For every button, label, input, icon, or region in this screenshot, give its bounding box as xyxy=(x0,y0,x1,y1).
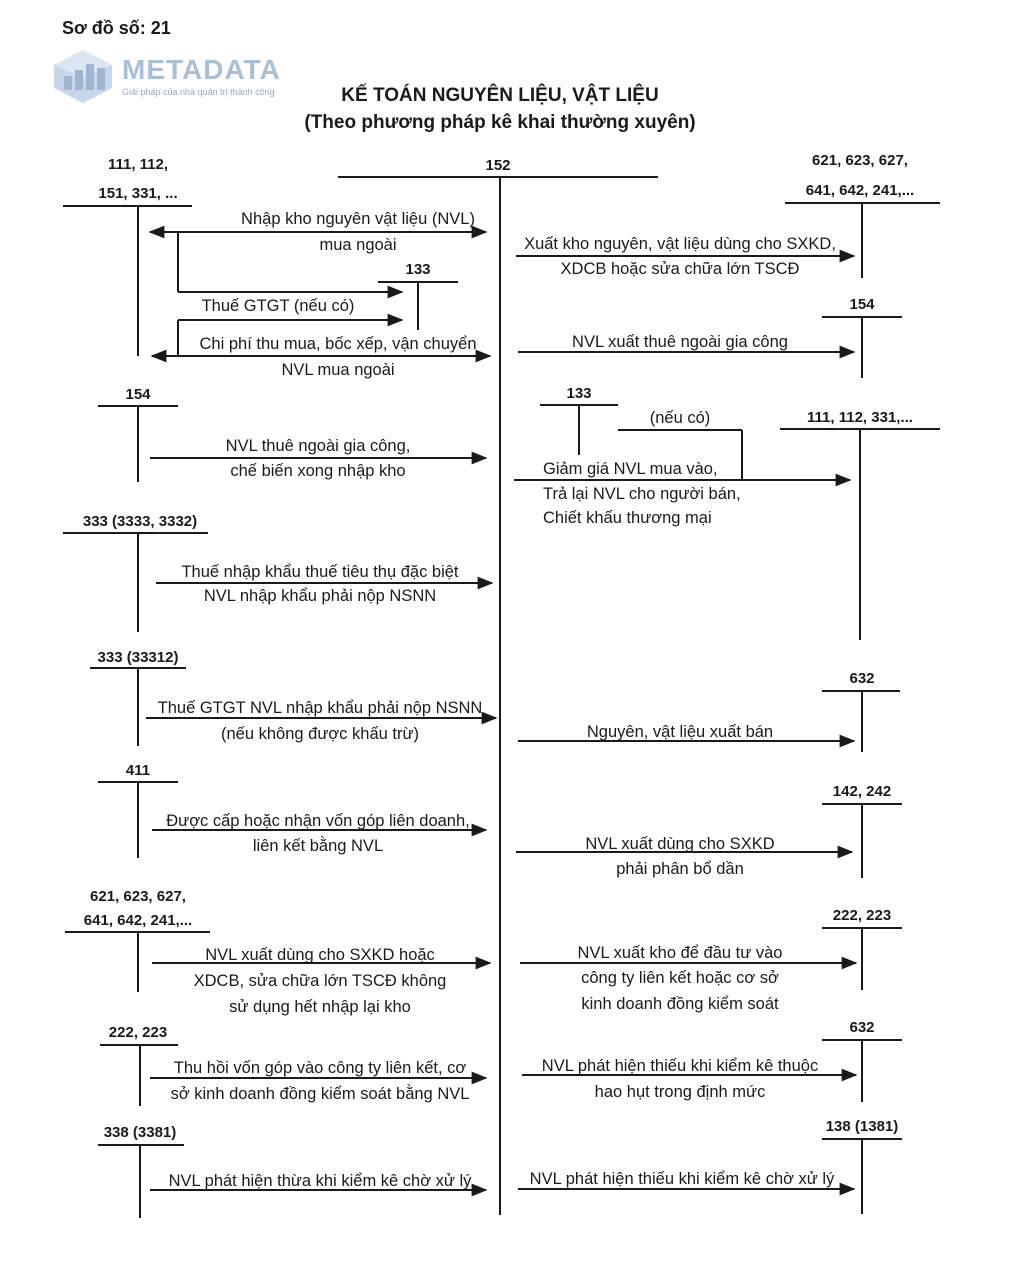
account-632-b: 632 xyxy=(849,1019,875,1036)
account-411: 411 xyxy=(125,762,151,779)
account-632-a: 632 xyxy=(849,670,875,687)
label-shortage-pending: NVL phát hiện thiếu khi kiểm kê chờ xử l… xyxy=(529,1170,835,1188)
label-allocate-line1: NVL xuất dùng cho SXKD xyxy=(585,835,775,853)
account-333-3333: 333 (3333, 3332) xyxy=(82,513,198,530)
account-111-line2: 151, 331, ... xyxy=(98,185,178,202)
label-import-tax-line2: NVL nhập khẩu phải nộp NSNN xyxy=(203,587,437,605)
diagram-number: Sơ đồ số: 21 xyxy=(62,18,171,38)
account-152: 152 xyxy=(485,157,511,174)
label-discount-line3: Chiết khấu thương mại xyxy=(543,509,712,527)
logo-wordmark: METADATA xyxy=(122,54,281,85)
label-return-line1: NVL xuất dùng cho SXKD hoặc xyxy=(205,946,435,964)
label-capital-line1: Được cấp hoặc nhận vốn góp liên doanh, xyxy=(166,812,470,830)
account-621-right-line2: 641, 642, 241,... xyxy=(805,182,915,199)
label-return-line3: sử dụng hết nhập lại kho xyxy=(229,998,411,1016)
label-invest-line3: kinh doanh đồng kiểm soát xyxy=(581,995,779,1013)
account-154-left: 154 xyxy=(125,386,151,403)
account-222-right: 222, 223 xyxy=(832,907,892,924)
label-discount-line2: Trả lại NVL cho người bán, xyxy=(543,485,741,503)
watermark-logo: METADATA Giải pháp của nhà quản trị thàn… xyxy=(52,48,302,108)
label-shortage-norm-line2: hao hụt trong định mức xyxy=(594,1083,766,1101)
label-surplus: NVL phát hiện thừa khi kiểm kê chờ xử lý xyxy=(168,1172,472,1190)
account-338: 338 (3381) xyxy=(103,1124,177,1141)
label-freight-line1: Chi phí thu mua, bốc xếp, vận chuyển xyxy=(199,335,477,353)
label-invest-line2: công ty liên kết hoặc cơ sở xyxy=(581,969,779,987)
account-333-33312: 333 (33312) xyxy=(97,649,179,666)
account-142-242: 142, 242 xyxy=(832,783,892,800)
label-import-vat-line1: Thuế GTGT NVL nhập khẩu phải nộp NSNN xyxy=(157,699,483,717)
label-issue-line2: XDCB hoặc sửa chữa lớn TSCĐ xyxy=(560,260,800,278)
label-recover-line2: sở kinh doanh đồng kiểm soát bằng NVL xyxy=(170,1085,470,1103)
logo-icon xyxy=(54,50,112,103)
label-freight-line2: NVL mua ngoài xyxy=(281,361,395,379)
label-issue-processing: NVL xuất thuê ngoài gia công xyxy=(572,333,788,351)
account-138-1381: 138 (1381) xyxy=(825,1118,899,1135)
label-capital-line2: liên kết bằng NVL xyxy=(252,837,384,855)
label-invest-line1: NVL xuất kho để đầu tư vào xyxy=(577,944,783,962)
account-111-right: 111, 112, 331,... xyxy=(807,409,913,426)
label-shortage-norm-line1: NVL phát hiện thiếu khi kiểm kê thuộc xyxy=(541,1057,819,1075)
account-222-left: 222, 223 xyxy=(108,1024,168,1041)
label-discount-line1: Giảm giá NVL mua vào, xyxy=(543,460,718,478)
label-recover-line1: Thu hồi vốn góp vào công ty liên kết, cơ xyxy=(173,1059,467,1077)
label-outsourced-line1: NVL thuê ngoài gia công, xyxy=(225,437,411,455)
label-purchase-line2: mua ngoài xyxy=(319,236,397,254)
label-sale: Nguyên, vật liệu xuất bán xyxy=(586,723,774,741)
account-133-a: 133 xyxy=(405,261,431,278)
label-import-tax-line1: Thuế nhập khẩu thuế tiêu thụ đặc biệt xyxy=(181,563,459,581)
diagram-subtitle: (Theo phương pháp kê khai thường xuyên) xyxy=(304,112,696,133)
label-if-any: (nếu có) xyxy=(649,409,711,427)
diagram-title: KẾ TOÁN NGUYÊN LIỆU, VẬT LIỆU xyxy=(341,85,659,106)
account-621-left-line1: 621, 623, 627, xyxy=(90,888,186,905)
label-return-line2: XDCB, sửa chữa lớn TSCĐ không xyxy=(193,972,447,990)
label-issue-line1: Xuất kho nguyên, vật liệu dùng cho SXKD, xyxy=(524,235,836,253)
label-vat: Thuế GTGT (nếu có) xyxy=(201,297,355,315)
label-purchase-line1: Nhập kho nguyên vật liệu (NVL) xyxy=(241,210,475,228)
logo-tagline: Giải pháp của nhà quản trị thành công xyxy=(122,87,275,97)
account-621-left-line2: 641, 642, 241,... xyxy=(83,912,193,929)
label-allocate-line2: phải phân bổ dần xyxy=(616,860,744,878)
account-154-right: 154 xyxy=(849,296,875,313)
account-111-line1: 111, 112, xyxy=(107,156,169,173)
account-133-b: 133 xyxy=(566,385,592,402)
label-import-vat-line2: (nếu không được khấu trừ) xyxy=(220,725,420,743)
account-621-right-line1: 621, 623, 627, xyxy=(812,152,908,169)
label-outsourced-line2: chế biến xong nhập kho xyxy=(230,462,406,480)
